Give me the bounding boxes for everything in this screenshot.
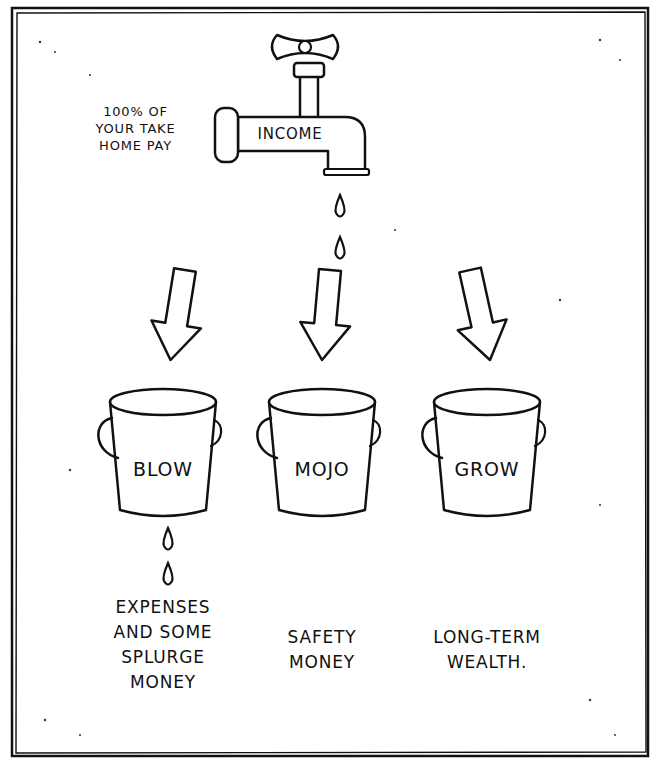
speckle xyxy=(619,59,621,61)
flow-arrow xyxy=(300,269,350,360)
faucet-label: INCOME xyxy=(245,125,335,143)
faucet-outlet xyxy=(324,169,369,175)
faucet-stem xyxy=(300,73,318,123)
water-drop xyxy=(336,195,345,217)
bucket-label: MOJO xyxy=(267,458,377,480)
flow-arrow xyxy=(458,268,507,360)
faucet-outline xyxy=(150,25,510,270)
speckle xyxy=(54,51,56,53)
faucet-handle xyxy=(272,35,338,59)
speckle xyxy=(394,229,396,231)
speckle xyxy=(559,299,561,301)
speckle xyxy=(599,39,601,41)
faucet-knob xyxy=(299,41,311,53)
water-drop xyxy=(164,563,173,585)
flow-arrow xyxy=(152,268,201,360)
faucet-cap xyxy=(294,63,324,77)
speckle xyxy=(589,699,591,701)
bucket-handle xyxy=(98,418,118,458)
bucket-handle xyxy=(422,418,442,458)
flow-node: BLOW EXPENSES AND SOME SPLURGE MONEY xyxy=(88,360,238,700)
bucket-label: GROW xyxy=(432,458,542,480)
flow-node: MOJO SAFETY MONEY xyxy=(247,360,397,690)
bucket-ear xyxy=(370,420,380,446)
bucket-rim xyxy=(269,389,375,415)
water-drop xyxy=(164,528,173,550)
flow-node: GROW LONG-TERM WEALTH. xyxy=(412,360,562,690)
speckle xyxy=(599,504,601,506)
bucket-caption: SAFETY MONEY xyxy=(252,625,392,675)
bucket-ear xyxy=(535,420,545,446)
speckle xyxy=(39,41,41,43)
speckle xyxy=(44,719,46,721)
bucket-label: BLOW xyxy=(108,458,218,480)
inner-frame xyxy=(16,12,646,753)
speckle xyxy=(69,469,71,471)
bucket-rim xyxy=(110,389,216,415)
bucket-handle xyxy=(257,418,277,458)
speckle xyxy=(614,734,616,736)
water-drop xyxy=(336,237,345,259)
bucket-caption: EXPENSES AND SOME SPLURGE MONEY xyxy=(93,595,233,695)
bucket-caption: LONG-TERM WEALTH. xyxy=(417,625,557,675)
faucet-body xyxy=(238,117,365,170)
note-text: 100% OF YOUR TAKE HOME PAY xyxy=(88,103,183,154)
speckle xyxy=(79,734,81,736)
bucket-rim xyxy=(434,389,540,415)
outer-frame xyxy=(12,8,648,756)
speckle xyxy=(89,74,91,76)
flow-node: INCOME xyxy=(150,25,510,270)
faucet-fitting xyxy=(215,108,238,162)
bucket-ear xyxy=(211,420,221,446)
